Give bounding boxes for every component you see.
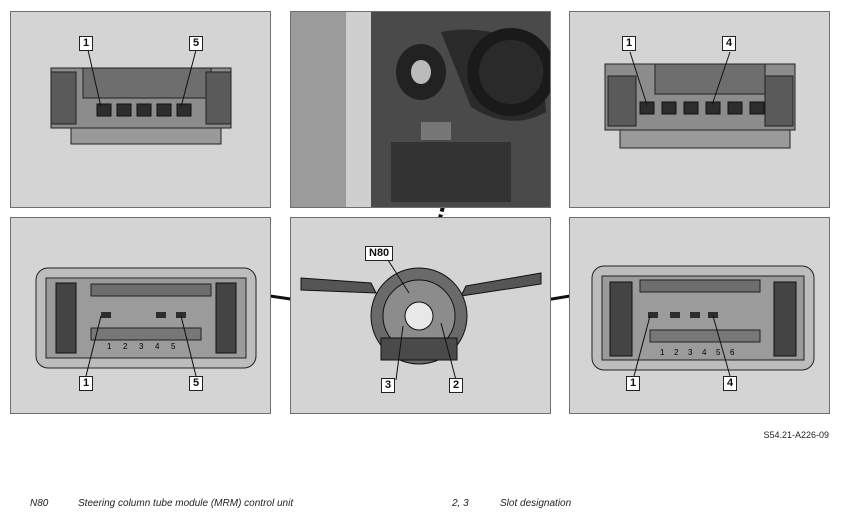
pin-number: 5 — [716, 348, 721, 357]
pin-number: 5 — [171, 342, 176, 351]
connector-4pin-drawing — [604, 51, 796, 149]
callout-slot-3: 3 — [381, 378, 396, 393]
connector-6pin-front-drawing — [591, 265, 815, 377]
reference-code: S54.21-A226-09 — [763, 430, 829, 440]
pin-number: 3 — [139, 342, 144, 351]
callout-pin-1: 1 — [622, 36, 637, 51]
callout-n80: N80 — [365, 246, 394, 261]
panel-steering-column-module: N80 3 2 — [290, 217, 551, 414]
pin-number: 3 — [688, 348, 693, 357]
callout-slot-2: 2 — [449, 378, 464, 393]
legend-code-slots: 2, 3 — [452, 498, 469, 509]
pin-number: 2 — [123, 342, 128, 351]
panel-connector-4pin-top: 1 4 — [569, 11, 830, 208]
pin-number: 6 — [730, 348, 735, 357]
legend-text-slots: Slot designation — [500, 498, 572, 509]
legend-text-n80: Steering column tube module (MRM) contro… — [78, 498, 294, 509]
panel-connector-6pin-front: 1 2 3 4 5 6 1 4 — [569, 217, 830, 414]
callout-pin-1: 1 — [79, 36, 94, 51]
callout-pin-4: 4 — [723, 376, 738, 391]
pin-number: 4 — [702, 348, 707, 357]
callout-pin-5: 5 — [189, 36, 204, 51]
pin-number: 1 — [107, 342, 112, 351]
callout-pin-4: 4 — [722, 36, 737, 51]
callout-pin-1: 1 — [626, 376, 641, 391]
connector-5pin-front-drawing — [35, 267, 257, 377]
legend-code-n80: N80 — [30, 498, 49, 509]
pin-number: 1 — [660, 348, 665, 357]
interior-photo-illustration — [291, 12, 550, 207]
panel-connector-5pin-top: 1 5 — [10, 11, 271, 208]
callout-pin-5: 5 — [189, 376, 204, 391]
connector-5pin-drawing — [50, 49, 232, 145]
pin-number: 2 — [674, 348, 679, 357]
panel-connector-5pin-front: 1 2 3 4 5 1 5 — [10, 217, 271, 414]
callout-pin-1: 1 — [79, 376, 94, 391]
pin-number: 4 — [155, 342, 160, 351]
steering-module-drawing — [300, 259, 542, 381]
panel-vehicle-interior — [290, 11, 551, 208]
